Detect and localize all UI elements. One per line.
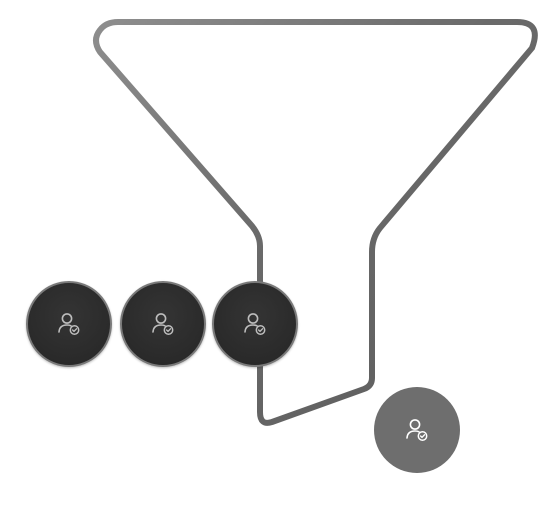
queued-user-2	[120, 281, 206, 367]
queued-user-1	[26, 281, 112, 367]
user-check-icon	[58, 313, 80, 335]
queued-user-3	[212, 281, 298, 367]
user-check-icon	[406, 419, 428, 441]
funnel-outline	[93, 19, 538, 426]
output-user	[374, 387, 460, 473]
user-check-icon	[244, 313, 266, 335]
user-check-icon	[152, 313, 174, 335]
